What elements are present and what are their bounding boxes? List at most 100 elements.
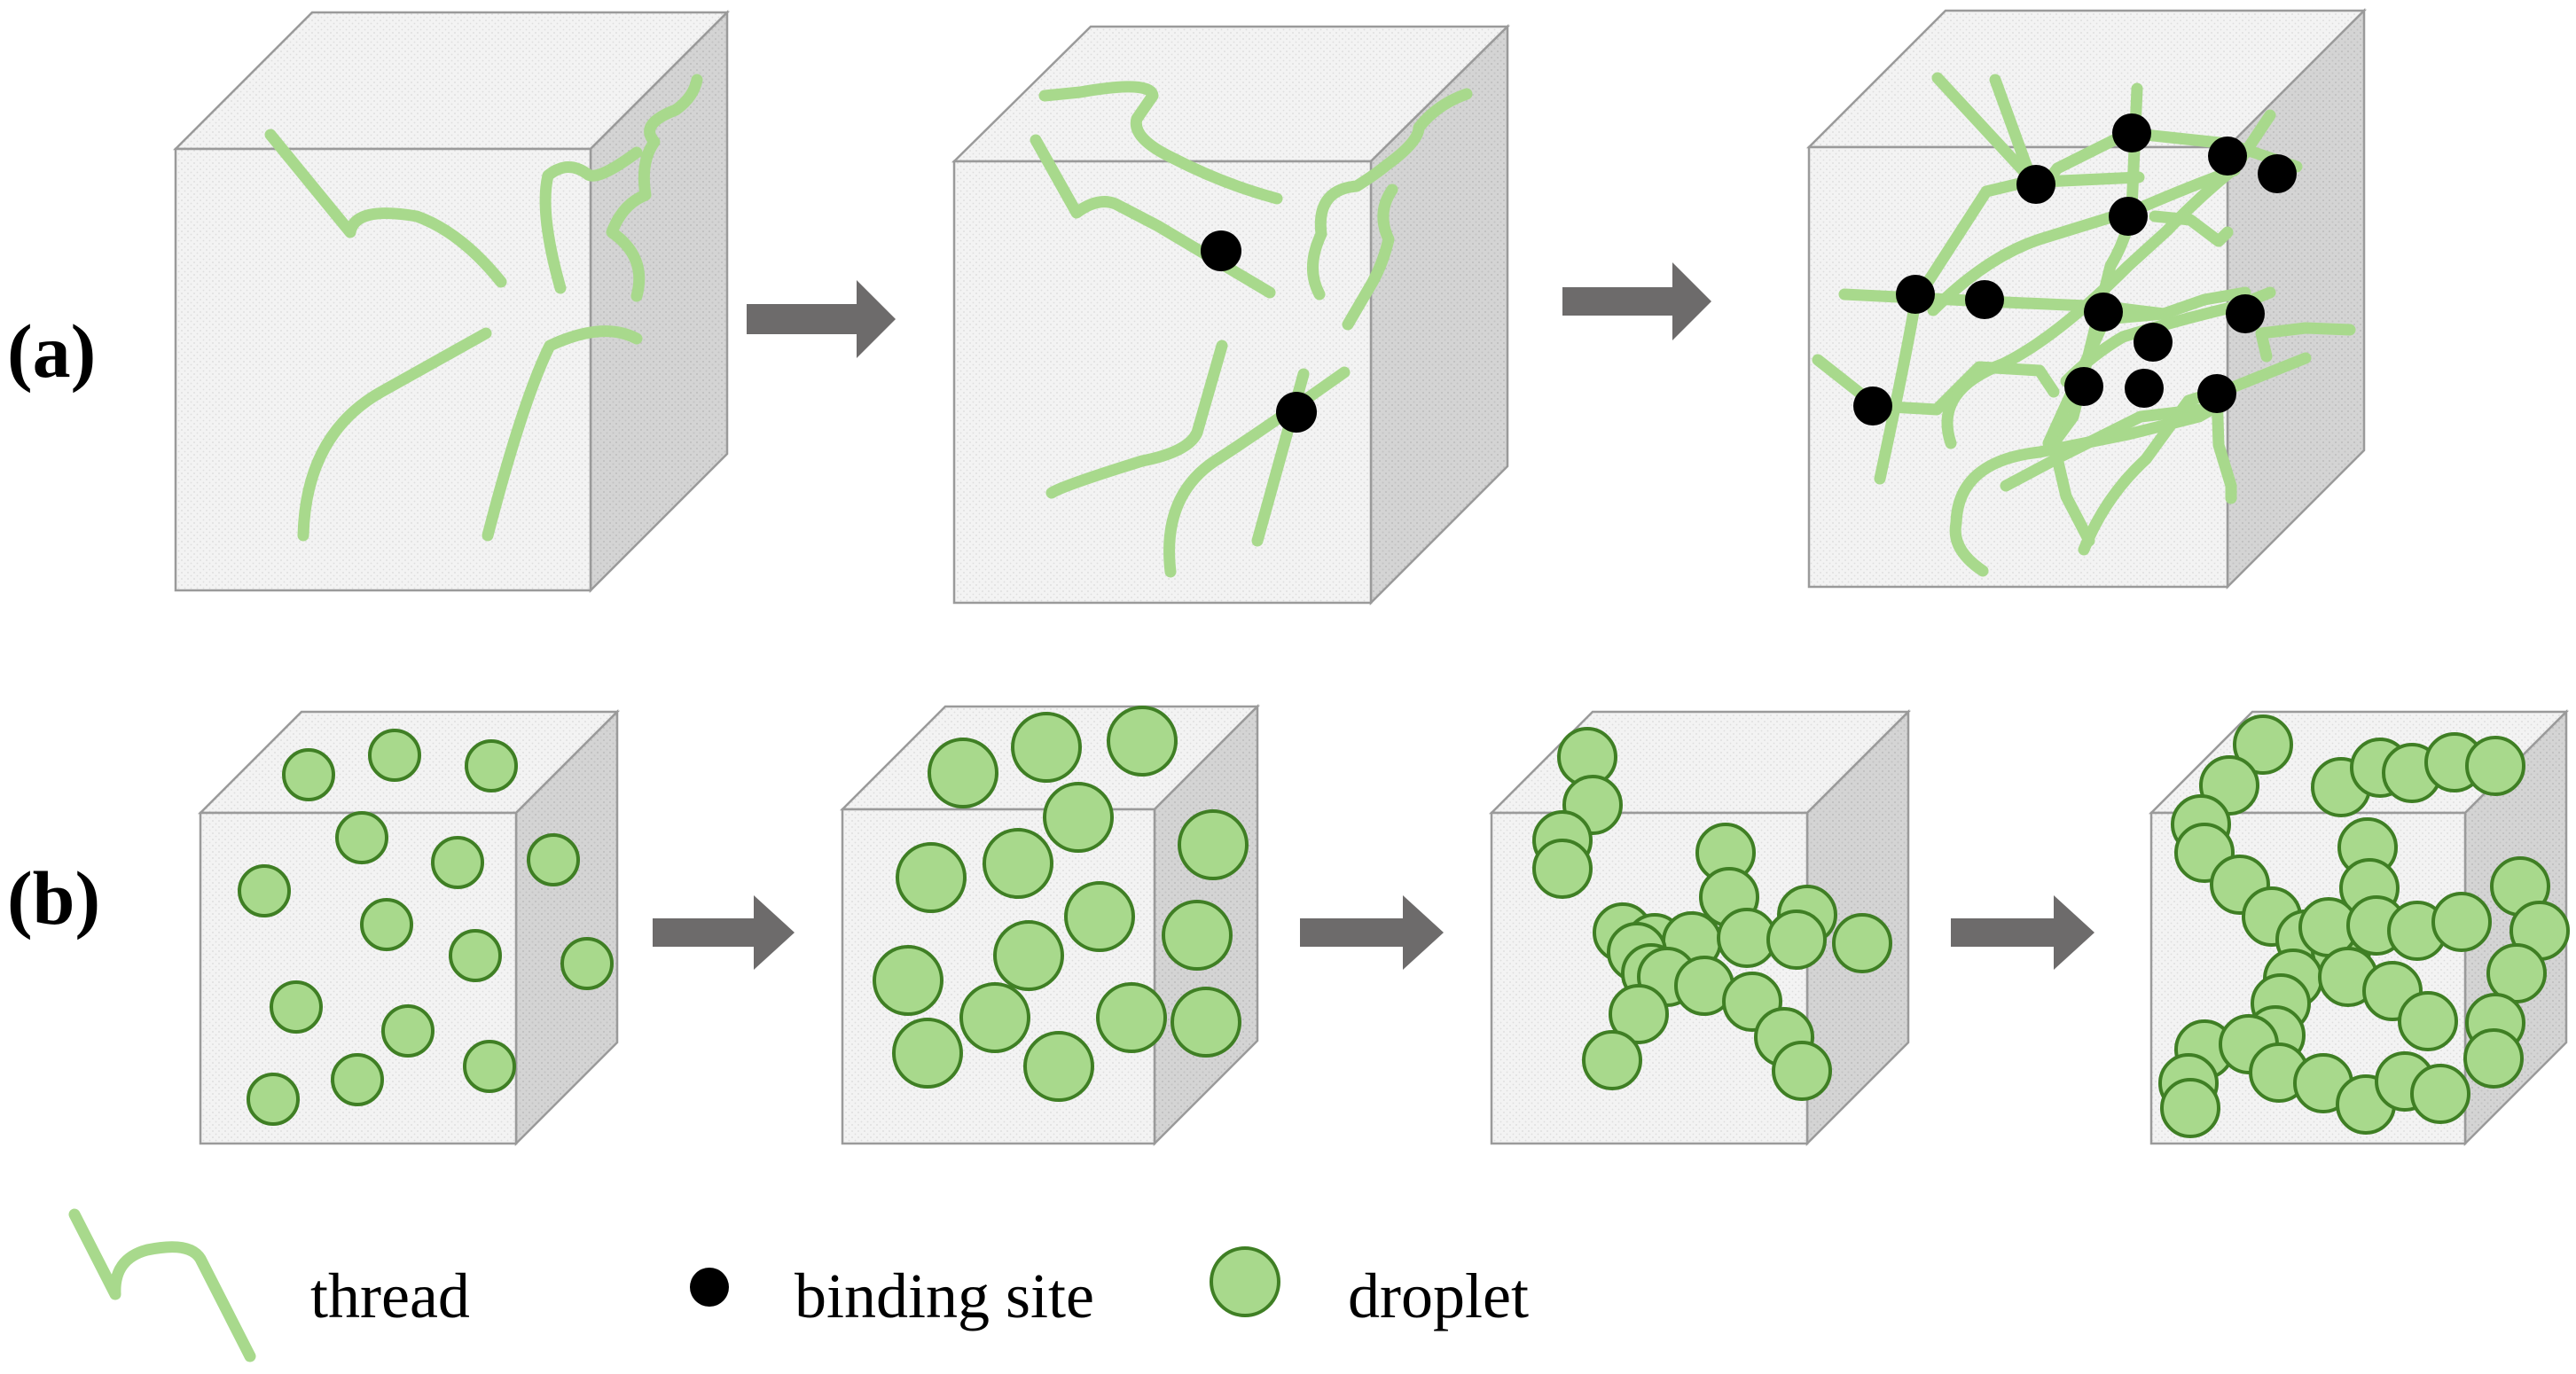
droplet bbox=[892, 1018, 963, 1089]
droplet bbox=[335, 811, 388, 864]
binding-site bbox=[2134, 323, 2173, 362]
binding-site bbox=[2258, 154, 2297, 193]
binding-site bbox=[2016, 165, 2055, 204]
binding-site bbox=[2125, 369, 2164, 408]
droplet bbox=[928, 738, 998, 808]
droplet bbox=[2410, 1064, 2470, 1124]
arrow-right bbox=[747, 280, 896, 358]
arrow-right bbox=[1951, 895, 2094, 970]
droplet bbox=[1772, 1041, 1832, 1101]
droplet bbox=[983, 828, 1053, 899]
droplet bbox=[1107, 706, 1178, 777]
droplet bbox=[2465, 736, 2525, 796]
cube-a3 bbox=[1805, 7, 2368, 590]
thread bbox=[2042, 286, 2251, 449]
thread bbox=[2255, 322, 2356, 363]
thread bbox=[2149, 210, 2234, 247]
thread bbox=[1342, 183, 1398, 331]
thread bbox=[1941, 109, 2276, 449]
droplet bbox=[1023, 1031, 1094, 1102]
cube-a2 bbox=[951, 24, 1511, 606]
droplet bbox=[959, 982, 1030, 1053]
droplet bbox=[431, 836, 484, 889]
droplet bbox=[1582, 1030, 1642, 1090]
droplet bbox=[1064, 881, 1135, 952]
legend-thread-icon bbox=[68, 1208, 256, 1362]
droplet bbox=[270, 980, 323, 1034]
droplet bbox=[1171, 987, 1241, 1058]
thread bbox=[2211, 386, 2237, 504]
droplet bbox=[993, 920, 1064, 991]
droplet bbox=[527, 833, 580, 886]
thread bbox=[1931, 72, 2042, 191]
droplet bbox=[1011, 712, 1082, 783]
binding-site bbox=[2197, 374, 2236, 413]
droplet bbox=[896, 842, 967, 913]
cube-b4 bbox=[2148, 708, 2570, 1147]
binding-site bbox=[1276, 392, 1317, 433]
arrow-right bbox=[653, 895, 795, 970]
droplet bbox=[282, 748, 335, 801]
droplet bbox=[1096, 982, 1167, 1053]
cube-a1 bbox=[172, 9, 731, 594]
droplet bbox=[381, 1004, 435, 1058]
thread bbox=[1927, 164, 2241, 316]
droplet bbox=[368, 729, 421, 782]
legend-binding-site-icon bbox=[690, 1268, 729, 1307]
thread bbox=[482, 325, 643, 542]
row-b-label: (b) bbox=[7, 855, 100, 941]
binding-site bbox=[2084, 293, 2123, 332]
cube-a1-front bbox=[174, 147, 592, 592]
droplet bbox=[449, 929, 502, 982]
droplet bbox=[2431, 892, 2492, 952]
legend-thread-label: thread bbox=[310, 1261, 470, 1331]
droplet bbox=[1162, 900, 1233, 971]
binding-site bbox=[1201, 230, 1241, 271]
binding-site bbox=[1896, 275, 1935, 314]
thread bbox=[1038, 81, 1283, 205]
droplet bbox=[1832, 913, 1892, 973]
binding-site bbox=[2112, 113, 2151, 152]
cube-b3 bbox=[1488, 708, 1912, 1147]
droplet bbox=[2398, 991, 2458, 1051]
droplet bbox=[1532, 839, 1593, 899]
legend-droplet-label: droplet bbox=[1348, 1261, 1529, 1331]
droplet bbox=[247, 1073, 300, 1126]
droplet bbox=[2233, 714, 2293, 775]
droplet bbox=[873, 945, 943, 1016]
binding-site bbox=[1853, 386, 1892, 425]
binding-site bbox=[2226, 294, 2265, 333]
droplet bbox=[360, 898, 413, 951]
thread bbox=[539, 146, 643, 294]
droplet bbox=[238, 864, 291, 917]
thread bbox=[606, 74, 703, 302]
legend-binding-site-label: binding site bbox=[795, 1261, 1094, 1331]
binding-site bbox=[2109, 197, 2148, 236]
cube-b1 bbox=[197, 708, 621, 1147]
row-a-label: (a) bbox=[7, 308, 96, 394]
droplet bbox=[560, 937, 614, 990]
cube-b2 bbox=[839, 703, 1261, 1147]
droplet bbox=[2463, 1028, 2524, 1089]
thread bbox=[2078, 352, 2312, 556]
binding-site bbox=[2208, 137, 2247, 176]
droplet bbox=[2160, 1078, 2220, 1138]
droplet bbox=[465, 739, 518, 792]
thread bbox=[1045, 340, 1228, 499]
binding-site bbox=[2064, 367, 2103, 406]
droplet bbox=[1178, 809, 1249, 880]
arrow-right bbox=[1300, 895, 1444, 970]
droplet bbox=[331, 1053, 384, 1106]
binding-site bbox=[1965, 280, 2004, 319]
arrow-right bbox=[1562, 262, 1711, 340]
droplet bbox=[1766, 909, 1827, 970]
legend-droplet-icon bbox=[1210, 1246, 1280, 1317]
thread bbox=[1949, 396, 2230, 577]
legend: thread binding site droplet bbox=[68, 1208, 1529, 1362]
thread bbox=[297, 327, 492, 542]
thread bbox=[1030, 134, 1276, 299]
droplet bbox=[1043, 782, 1114, 853]
droplet bbox=[1609, 984, 1669, 1044]
thread bbox=[1306, 88, 1473, 301]
